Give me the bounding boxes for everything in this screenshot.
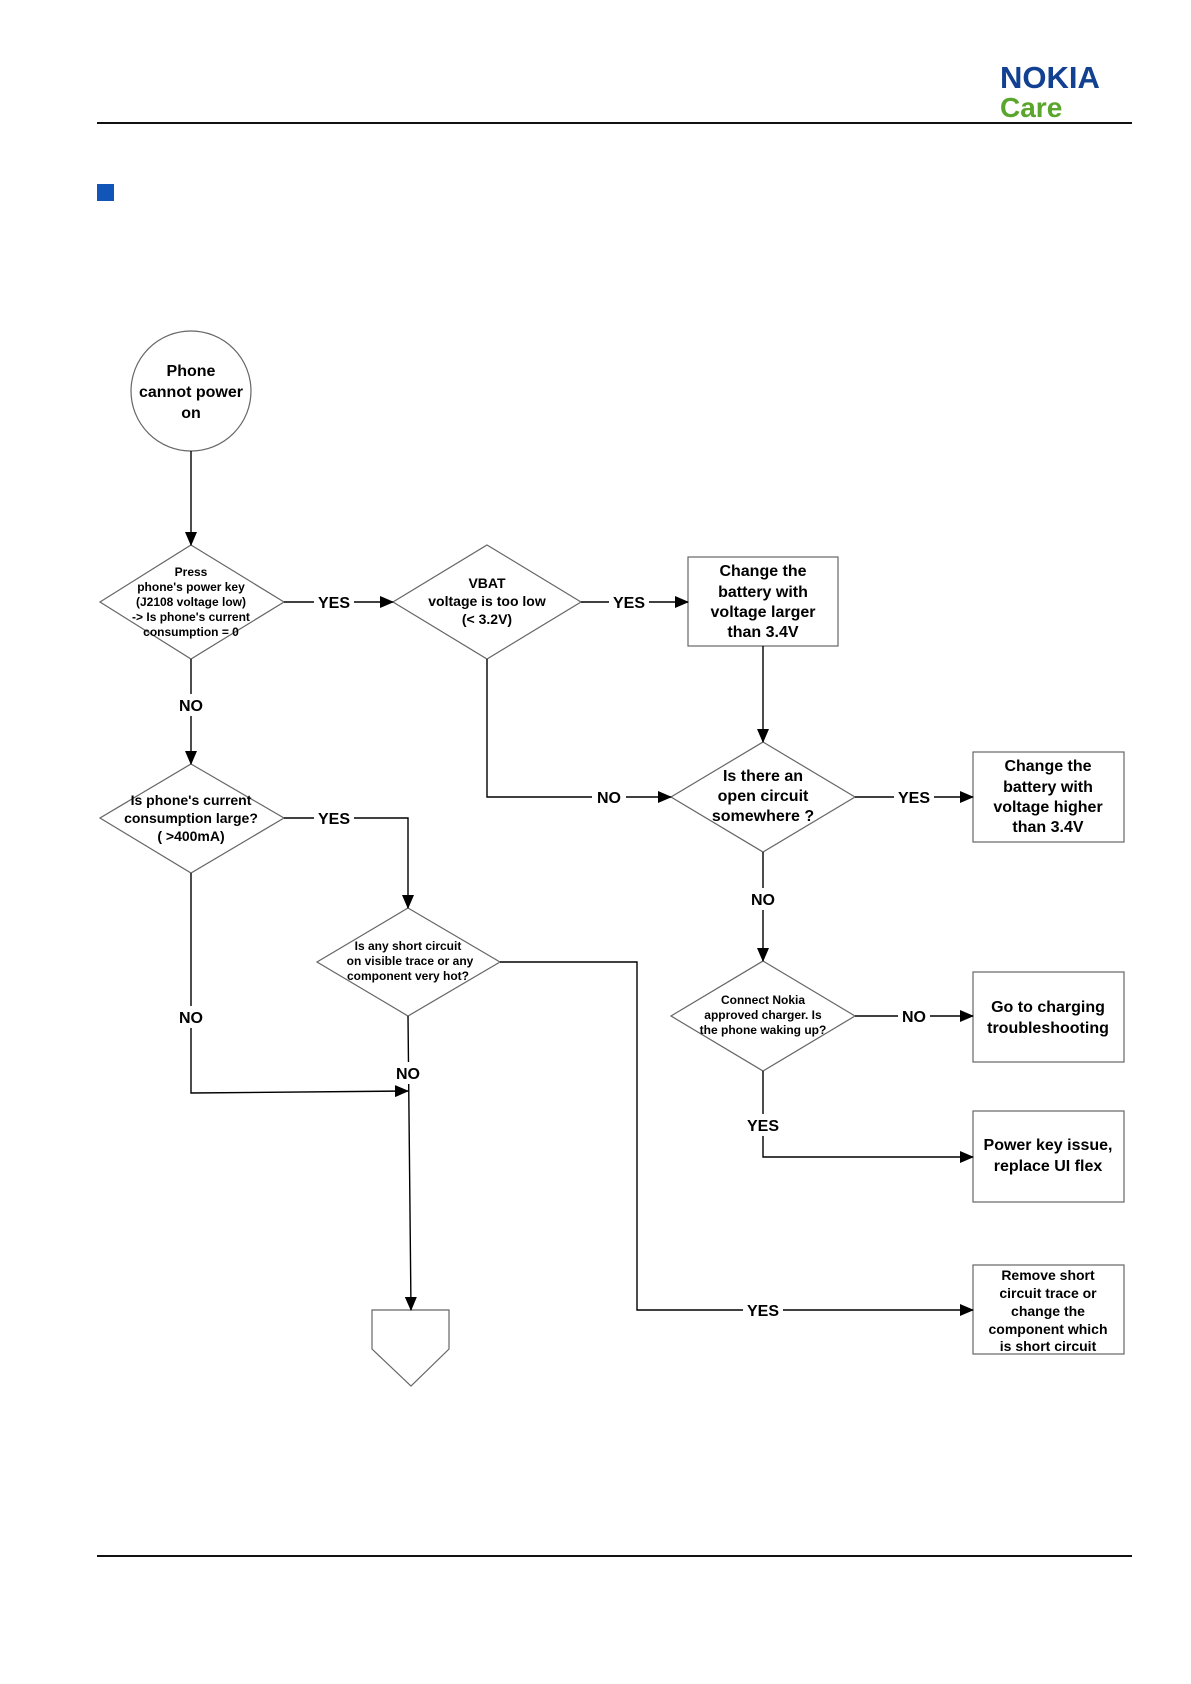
svg-text:change the: change the bbox=[1011, 1303, 1085, 1319]
svg-text:VBAT: VBAT bbox=[468, 575, 506, 591]
yes-label: YES bbox=[318, 595, 350, 612]
box-change-battery-1 bbox=[687, 556, 839, 647]
svg-text:Is there an: Is there an bbox=[723, 768, 803, 785]
connector bbox=[404, 1015, 417, 1311]
no-label: NO bbox=[396, 1066, 420, 1083]
connector bbox=[500, 961, 974, 1316]
box-change-battery-2 bbox=[972, 751, 1125, 843]
box-charging-text: Go to charging troubleshooting bbox=[987, 999, 1109, 1037]
svg-text:Press: Press bbox=[175, 565, 208, 579]
care-logo: Care bbox=[1000, 92, 1063, 123]
svg-text:open circuit: open circuit bbox=[718, 788, 809, 805]
svg-text:phone's power key: phone's power key bbox=[137, 580, 245, 594]
no-label: NO bbox=[179, 1010, 203, 1027]
box-remove-short-text: Remove short circuit trace or change the… bbox=[989, 1267, 1108, 1354]
no-label: NO bbox=[751, 892, 775, 909]
nokia-logo: NOKIA bbox=[1000, 60, 1100, 95]
svg-text:on visible trace or any: on visible trace or any bbox=[347, 954, 474, 968]
svg-text:component very hot?: component very hot? bbox=[347, 969, 469, 983]
decision-current-large-text: Is phone's current consumption large? ( … bbox=[124, 792, 258, 844]
svg-text:Go to charging: Go to charging bbox=[991, 999, 1105, 1016]
header-rule bbox=[97, 122, 1132, 124]
no-label: NO bbox=[179, 698, 203, 715]
decision-vbat-text: VBAT voltage is too low (< 3.2V) bbox=[428, 575, 546, 627]
svg-text:circuit trace or: circuit trace or bbox=[999, 1285, 1097, 1301]
decision-short-circuit-text: Is any short circuit on visible trace or… bbox=[347, 939, 474, 983]
box-remove-short bbox=[972, 1264, 1125, 1355]
svg-text:Phone: Phone bbox=[167, 363, 216, 380]
svg-text:cannot power: cannot power bbox=[139, 384, 243, 401]
svg-text:battery with: battery with bbox=[1003, 779, 1093, 796]
svg-text:approved charger. Is: approved charger. Is bbox=[704, 1008, 822, 1022]
box-power-key-text: Power key issue, replace UI flex bbox=[984, 1137, 1113, 1175]
svg-text:replace UI flex: replace UI flex bbox=[994, 1158, 1103, 1175]
decision-charger-text: Connect Nokia approved charger. Is the p… bbox=[700, 993, 827, 1037]
svg-text:(J2108 voltage low): (J2108 voltage low) bbox=[136, 595, 246, 609]
connector bbox=[486, 659, 672, 803]
svg-text:Power key issue,: Power key issue, bbox=[984, 1137, 1113, 1154]
yes-label: YES bbox=[898, 790, 930, 807]
svg-text:Is phone's current: Is phone's current bbox=[131, 792, 252, 808]
svg-text:troubleshooting: troubleshooting bbox=[987, 1020, 1109, 1037]
svg-text:than 3.4V: than 3.4V bbox=[727, 624, 798, 641]
yes-label: YES bbox=[318, 811, 350, 828]
yes-label: YES bbox=[747, 1303, 779, 1320]
svg-text:voltage higher: voltage higher bbox=[993, 799, 1102, 816]
svg-text:voltage is too low: voltage is too low bbox=[428, 593, 546, 609]
decision-open-circuit-text: Is there an open circuit somewhere ? bbox=[712, 768, 814, 825]
section-bullet-icon bbox=[97, 184, 114, 201]
connector bbox=[762, 1071, 974, 1163]
svg-text:consumption large?: consumption large? bbox=[124, 810, 258, 826]
svg-text:consumption = 0: consumption = 0 bbox=[143, 625, 239, 639]
box-charging bbox=[972, 971, 1125, 1063]
box-change-battery-2-text: Change the battery with voltage higher t… bbox=[993, 758, 1102, 836]
svg-text:component which: component which bbox=[989, 1321, 1108, 1337]
svg-text:than 3.4V: than 3.4V bbox=[1012, 819, 1083, 836]
svg-text:on: on bbox=[181, 405, 201, 422]
svg-text:( >400mA): ( >400mA) bbox=[157, 828, 224, 844]
yes-label: YES bbox=[613, 595, 645, 612]
offpage-connector bbox=[371, 1309, 450, 1387]
svg-text:Change the: Change the bbox=[1004, 758, 1091, 775]
no-label: NO bbox=[597, 790, 621, 807]
footer-rule bbox=[97, 1555, 1132, 1557]
no-label: NO bbox=[902, 1009, 926, 1026]
start-node-text: Phone cannot power on bbox=[139, 363, 243, 422]
yes-label: YES bbox=[747, 1118, 779, 1135]
svg-text:Remove short: Remove short bbox=[1001, 1267, 1095, 1283]
svg-text:Connect Nokia: Connect Nokia bbox=[721, 993, 805, 1007]
svg-text:(< 3.2V): (< 3.2V) bbox=[462, 611, 512, 627]
connector bbox=[284, 817, 414, 909]
svg-text:Change the: Change the bbox=[719, 563, 806, 580]
connector bbox=[190, 873, 409, 1098]
box-power-key bbox=[972, 1110, 1125, 1203]
svg-text:-> Is phone's current: -> Is phone's current bbox=[132, 610, 250, 624]
box-change-battery-1-text: Change the battery with voltage larger t… bbox=[711, 563, 816, 641]
svg-text:voltage larger: voltage larger bbox=[711, 604, 816, 621]
svg-text:battery with: battery with bbox=[718, 584, 808, 601]
svg-text:somewhere ?: somewhere ? bbox=[712, 808, 814, 825]
decision-power-key-text: Press phone's power key (J2108 voltage l… bbox=[132, 565, 250, 639]
svg-text:is short circuit: is short circuit bbox=[1000, 1338, 1097, 1354]
svg-text:the phone waking up?: the phone waking up? bbox=[700, 1023, 827, 1037]
svg-text:Is any short circuit: Is any short circuit bbox=[355, 939, 462, 953]
